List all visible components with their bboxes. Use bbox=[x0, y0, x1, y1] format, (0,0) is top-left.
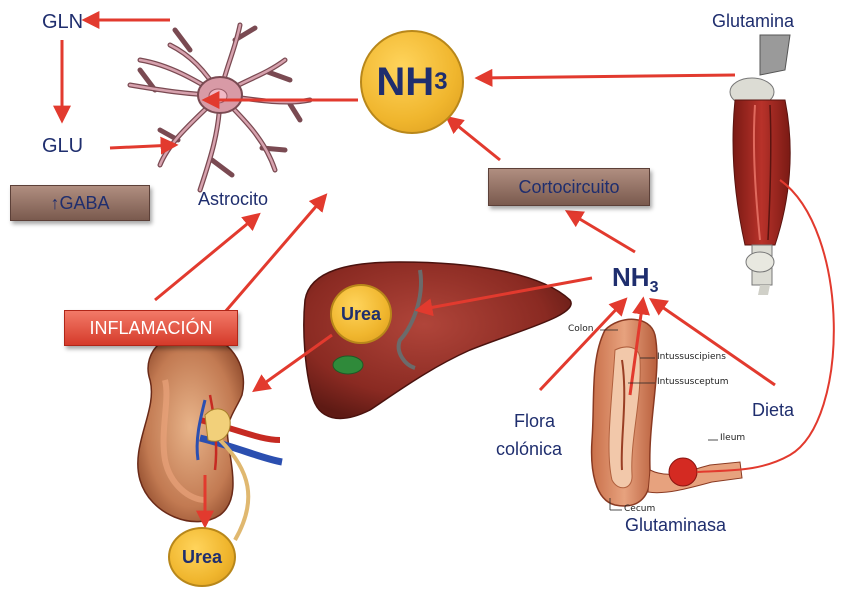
cortocircuito-box: Cortocircuito bbox=[488, 168, 650, 206]
nh3-main-subscript: 3 bbox=[434, 68, 448, 95]
astrocito-label: Astrocito bbox=[198, 189, 269, 209]
gaba-box: ↑GABA bbox=[10, 185, 150, 221]
inflamacion-label: INFLAMACIÓN bbox=[89, 317, 213, 338]
urea-liver-circle: Urea bbox=[330, 284, 392, 344]
cortocircuito-label: Cortocircuito bbox=[518, 176, 620, 197]
intussuscipiens-label: Intussuscipiens bbox=[657, 352, 726, 362]
urea-kidney-label: Urea bbox=[181, 546, 223, 567]
nh3-small-text: NH bbox=[612, 262, 650, 292]
colon-label: Colon bbox=[568, 324, 594, 334]
ileum-label: Ileum bbox=[720, 433, 746, 443]
dieta-label: Dieta bbox=[752, 400, 795, 420]
flora-label-line2: colónica bbox=[496, 439, 563, 459]
glu-label: GLU bbox=[42, 135, 84, 157]
urea-liver-label: Urea bbox=[340, 303, 382, 324]
urea-kidney-circle: Urea bbox=[168, 527, 236, 587]
leg-muscle-icon bbox=[729, 34, 791, 295]
kidney-icon bbox=[137, 332, 283, 541]
nh3-main-label: NH bbox=[376, 59, 435, 104]
gln-label: GLN bbox=[42, 11, 84, 33]
liver-icon bbox=[303, 261, 572, 420]
cecum-label: Cecum bbox=[624, 504, 656, 514]
nh3-small-label: NH3 bbox=[612, 264, 658, 296]
inflamacion-box: INFLAMACIÓN bbox=[64, 310, 238, 346]
nh3-small-subscript: 3 bbox=[649, 279, 659, 297]
glutamina-label: Glutamina bbox=[712, 11, 795, 31]
gaba-label: ↑GABA bbox=[50, 192, 110, 213]
intussusceptum-label: Intussusceptum bbox=[657, 377, 729, 387]
glutaminasa-label: Glutaminasa bbox=[625, 515, 727, 535]
flora-label-line1: Flora bbox=[514, 411, 556, 431]
